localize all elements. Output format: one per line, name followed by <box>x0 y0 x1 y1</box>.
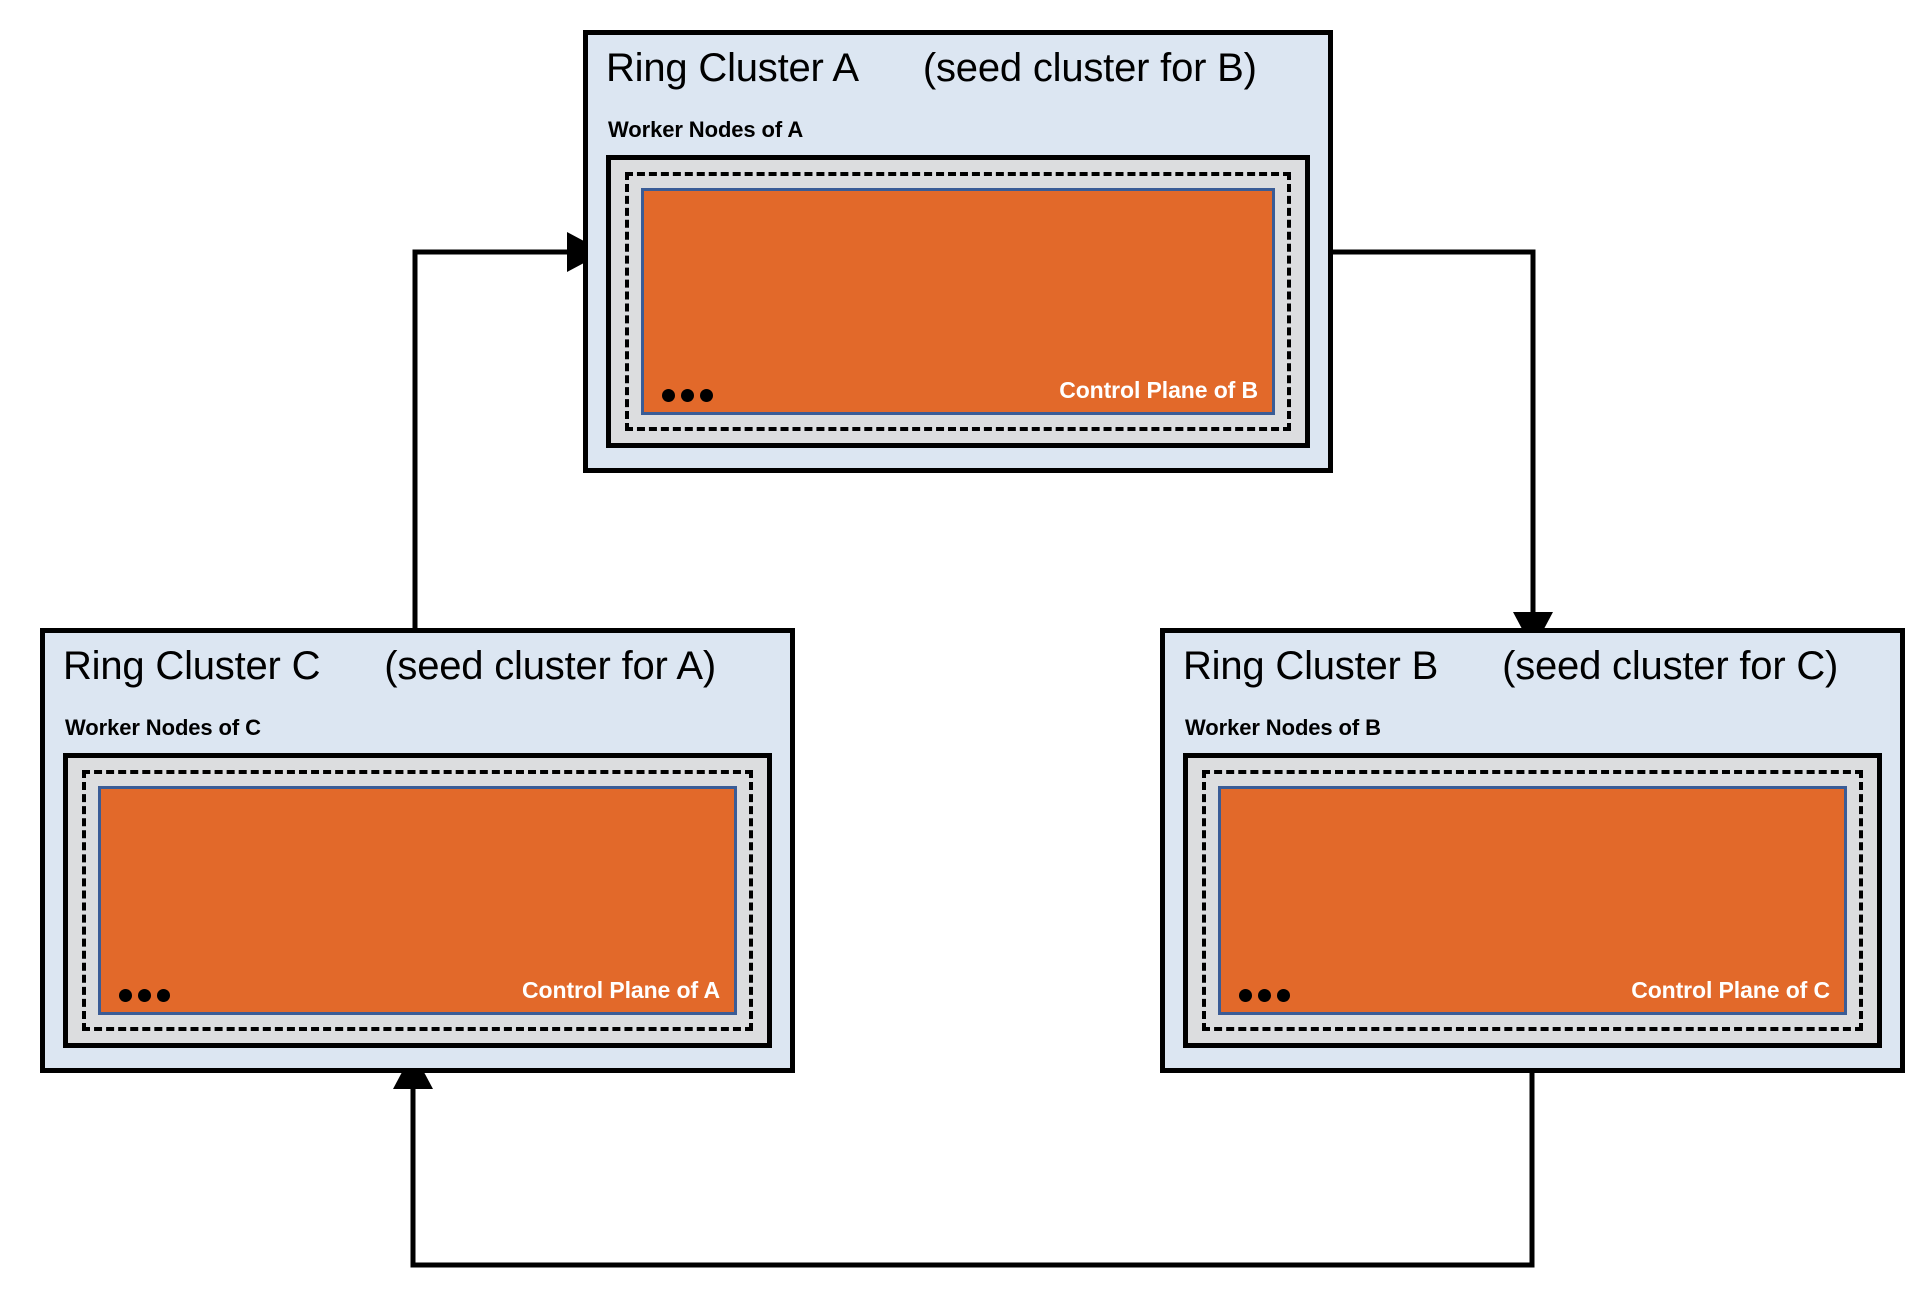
node-boundary-dashed-a: Control Plane of B <box>625 172 1291 431</box>
node-boundary-dashed-c: Control Plane of A <box>82 770 753 1031</box>
arrow-b-to-c <box>393 1051 1535 1268</box>
control-plane-label-b: Control Plane of C <box>1631 977 1830 1003</box>
cluster-box-b: Ring Cluster B (seed cluster for C) Worke… <box>1160 628 1905 1073</box>
control-plane-label-a: Control Plane of B <box>1059 377 1258 403</box>
control-plane-box-c: Control Plane of A <box>98 786 737 1015</box>
worker-nodes-box-a: Control Plane of B <box>606 155 1310 448</box>
node-boundary-dashed-b: Control Plane of C <box>1202 770 1863 1031</box>
ellipsis-icon <box>119 989 170 1002</box>
cluster-box-c: Ring Cluster C (seed cluster for A) Worke… <box>40 628 795 1073</box>
cluster-title-b: Ring Cluster B (seed cluster for C) <box>1183 645 1838 687</box>
worker-nodes-box-b: Control Plane of C <box>1183 753 1882 1048</box>
control-plane-label-c: Control Plane of A <box>522 977 720 1003</box>
ellipsis-icon <box>662 389 713 402</box>
cluster-seed-note-a: (seed cluster for B) <box>922 46 1257 90</box>
cluster-seed-note-b: (seed cluster for C) <box>1502 644 1839 688</box>
cluster-name-c: Ring Cluster C <box>63 644 321 688</box>
worker-nodes-label-b: Worker Nodes of B <box>1185 715 1381 740</box>
cluster-seed-note-c: (seed cluster for A) <box>384 644 716 688</box>
cluster-title-a: Ring Cluster A (seed cluster for B) <box>606 47 1257 89</box>
control-plane-box-a: Control Plane of B <box>641 188 1275 415</box>
worker-nodes-label-c: Worker Nodes of C <box>65 715 261 740</box>
ellipsis-icon <box>1239 989 1290 1002</box>
worker-nodes-box-c: Control Plane of A <box>63 753 772 1048</box>
cluster-title-c: Ring Cluster C (seed cluster for A) <box>63 645 716 687</box>
cluster-name-a: Ring Cluster A <box>606 46 859 90</box>
worker-nodes-label-a: Worker Nodes of A <box>608 117 804 142</box>
cluster-name-b: Ring Cluster B <box>1183 644 1439 688</box>
control-plane-box-b: Control Plane of C <box>1218 786 1847 1015</box>
arrow-a-to-b <box>1333 249 1553 650</box>
cluster-box-a: Ring Cluster A (seed cluster for B) Worke… <box>583 30 1333 473</box>
